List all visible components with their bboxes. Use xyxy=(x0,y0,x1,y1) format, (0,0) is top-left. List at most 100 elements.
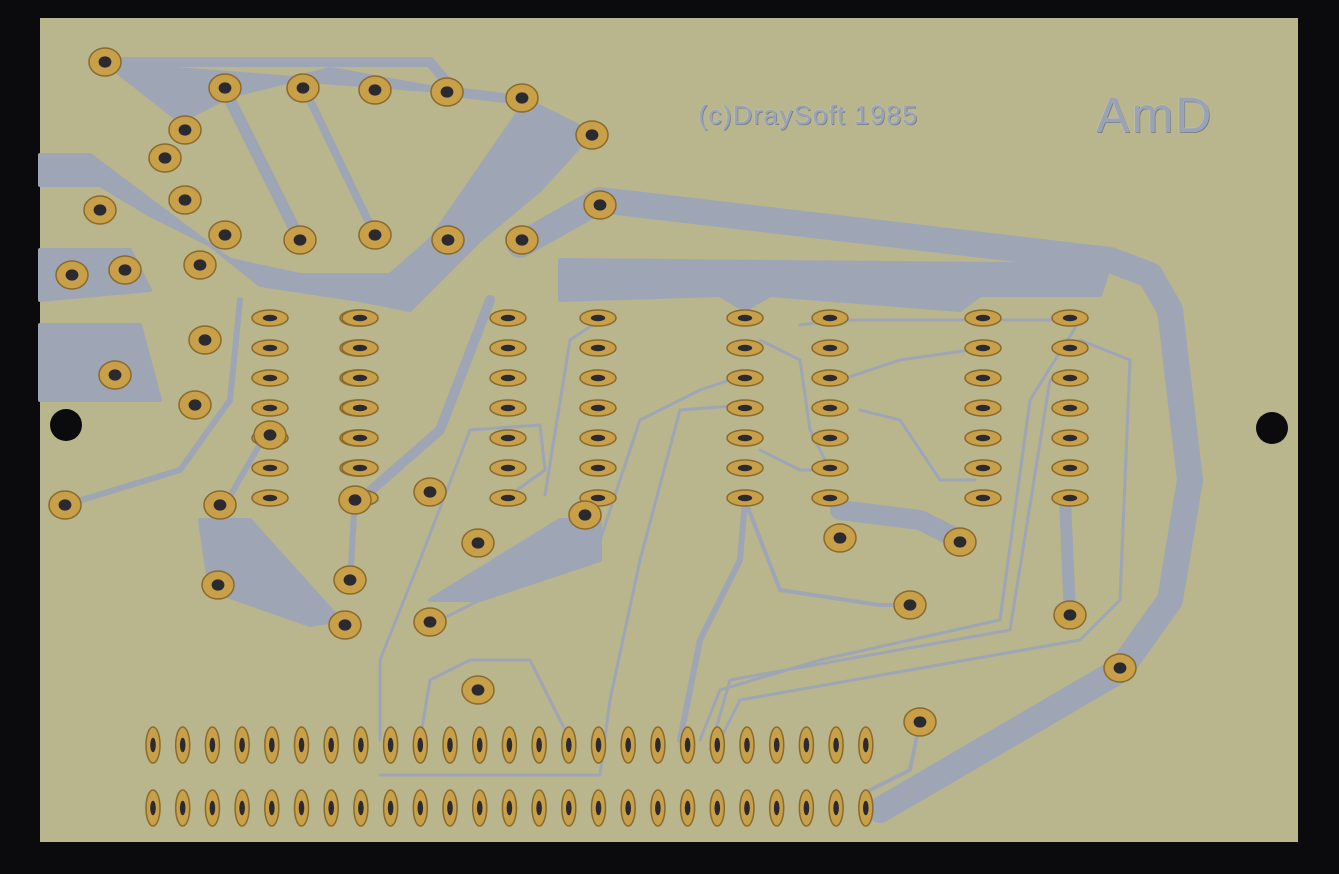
pad-hole xyxy=(822,494,838,502)
pad-hole xyxy=(822,344,838,352)
pad-hole xyxy=(1062,374,1078,382)
pad-hole xyxy=(744,737,750,753)
pad-hole xyxy=(833,800,839,816)
pad-hole xyxy=(352,434,368,442)
pad-hole xyxy=(296,82,310,94)
pad-hole xyxy=(188,399,202,411)
pad-hole xyxy=(239,737,245,753)
pad-hole xyxy=(590,464,606,472)
pad-hole xyxy=(352,344,368,352)
pad-hole xyxy=(209,737,216,753)
pad-hole xyxy=(773,800,780,816)
pad-hole xyxy=(566,800,572,816)
pad-hole xyxy=(352,464,368,472)
pad-hole xyxy=(500,494,516,502)
pad-hole xyxy=(179,737,186,753)
pad-hole xyxy=(358,800,364,816)
pad-hole xyxy=(585,129,599,141)
pad-hole xyxy=(1062,404,1078,412)
pad-hole xyxy=(343,574,357,586)
pad-hole xyxy=(108,369,122,381)
pad-hole xyxy=(500,404,516,412)
pad-hole xyxy=(93,204,107,216)
pad-hole xyxy=(193,259,207,271)
pad-hole xyxy=(500,374,516,382)
pad-hole xyxy=(298,737,305,753)
pad-hole xyxy=(423,616,437,628)
pad-hole xyxy=(684,800,691,816)
pad-hole xyxy=(655,737,661,753)
pad-hole xyxy=(262,404,278,412)
pad-hole xyxy=(536,737,542,753)
board-substrate xyxy=(40,18,1298,842)
pad-hole xyxy=(903,599,917,611)
pad-hole xyxy=(625,737,631,753)
pad-hole xyxy=(262,374,278,382)
pad-hole xyxy=(1062,494,1078,502)
pad-hole xyxy=(328,737,335,753)
mounting-hole-right xyxy=(1256,412,1288,444)
pad-hole xyxy=(269,737,275,753)
pad-hole xyxy=(515,92,529,104)
pad-hole xyxy=(737,314,753,322)
pad-hole xyxy=(822,314,838,322)
pad-hole xyxy=(368,229,382,241)
pad-hole xyxy=(515,234,529,246)
pad-hole xyxy=(447,800,453,816)
pad-hole xyxy=(1062,314,1078,322)
pad-hole xyxy=(352,314,368,322)
pad-hole xyxy=(352,374,368,382)
pad-hole xyxy=(684,737,691,753)
pad-hole xyxy=(441,234,455,246)
pad-hole xyxy=(737,404,753,412)
pad-hole xyxy=(863,800,869,816)
pad-hole xyxy=(1063,609,1077,621)
pad-hole xyxy=(714,800,721,816)
pad-hole xyxy=(150,737,156,753)
pad-hole xyxy=(352,404,368,412)
pad-hole xyxy=(98,56,112,68)
solder-pads xyxy=(48,47,1137,737)
pad-hole xyxy=(1062,464,1078,472)
pad-hole xyxy=(179,800,186,816)
pad-hole xyxy=(506,800,513,816)
pad-hole xyxy=(213,499,227,511)
edge-connector-pads xyxy=(145,726,874,827)
pad-hole xyxy=(65,269,79,281)
pad-hole xyxy=(822,374,838,382)
pad-hole xyxy=(118,264,132,276)
pad-hole xyxy=(822,434,838,442)
pad-hole xyxy=(387,800,394,816)
pad-hole xyxy=(590,314,606,322)
pad-hole xyxy=(975,404,991,412)
pad-hole xyxy=(1062,344,1078,352)
pad-hole xyxy=(440,86,454,98)
pad-hole xyxy=(737,494,753,502)
pad-hole xyxy=(913,716,927,728)
pad-hole xyxy=(198,334,212,346)
pad-hole xyxy=(714,737,721,753)
pad-hole xyxy=(625,800,631,816)
pad-hole xyxy=(822,464,838,472)
pad-hole xyxy=(298,800,305,816)
pad-hole xyxy=(387,737,394,753)
pad-hole xyxy=(833,737,839,753)
pad-hole xyxy=(293,234,307,246)
pad-hole xyxy=(863,737,869,753)
pad-hole xyxy=(590,404,606,412)
pad-hole xyxy=(536,800,542,816)
pad-hole xyxy=(500,434,516,442)
pad-hole xyxy=(500,464,516,472)
pad-hole xyxy=(358,737,364,753)
pad-hole xyxy=(471,684,485,696)
pad-hole xyxy=(338,619,352,631)
pad-hole xyxy=(737,374,753,382)
pad-hole xyxy=(975,434,991,442)
pad-hole xyxy=(269,800,275,816)
pad-hole xyxy=(239,800,245,816)
pad-hole xyxy=(211,579,225,591)
pad-hole xyxy=(218,229,232,241)
pad-hole xyxy=(417,800,424,816)
pad-hole xyxy=(263,429,277,441)
